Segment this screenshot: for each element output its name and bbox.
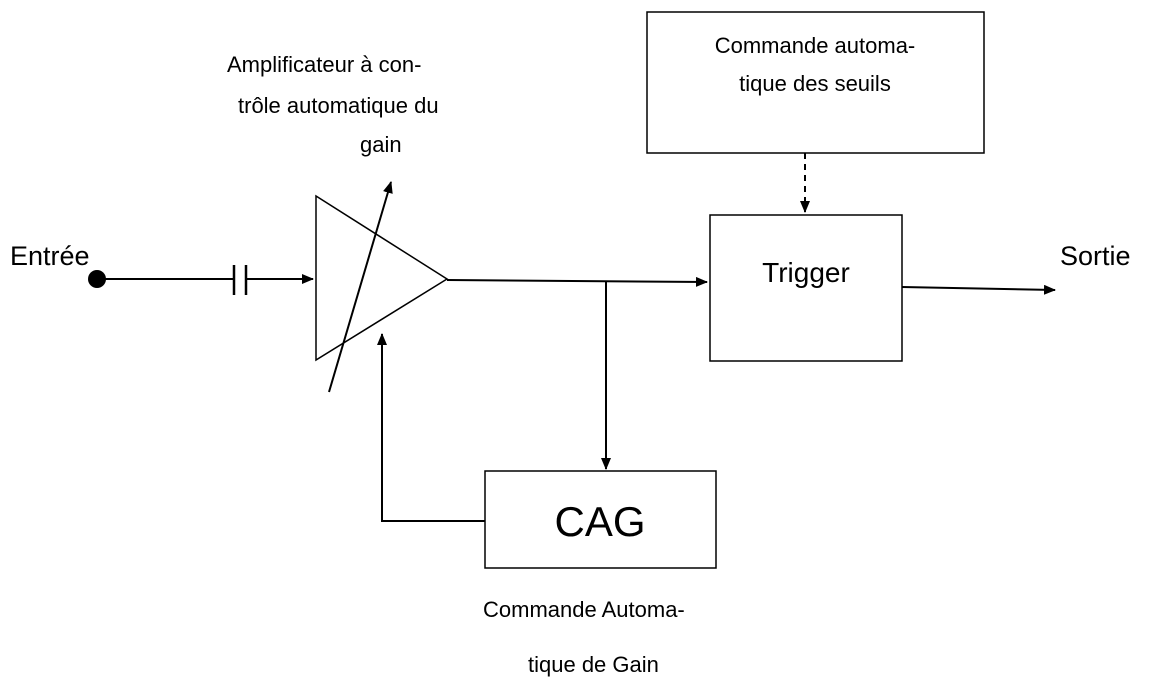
capacitor-symbol — [232, 265, 248, 295]
input-label: Entrée — [10, 241, 90, 271]
amplifier-to-trigger-arrow — [446, 276, 708, 287]
output-label: Sortie — [1060, 241, 1131, 271]
variable-gain-arrow — [328, 181, 393, 393]
cag-description-line1: Commande Automa- — [483, 597, 685, 622]
cag-feedback-arrow — [377, 333, 485, 522]
trigger-box — [709, 214, 903, 362]
amplifier-label-line2: trôle automatique du — [238, 93, 439, 118]
cag-box — [484, 470, 717, 569]
trigger-label: Trigger — [762, 257, 850, 288]
threshold-label-line1: Commande automa- — [715, 33, 916, 58]
cag-label: CAG — [554, 498, 645, 545]
threshold-label-line2: tique des seuils — [739, 71, 891, 96]
trigger-to-output-arrow — [901, 284, 1056, 295]
threshold-control-box — [646, 11, 985, 154]
amplifier-label-line1: Amplificateur à con- — [227, 52, 421, 77]
amplifier-triangle — [315, 194, 449, 362]
cag-description-line2: tique de Gain — [528, 652, 659, 677]
amplifier-label-line3: gain — [360, 132, 402, 157]
